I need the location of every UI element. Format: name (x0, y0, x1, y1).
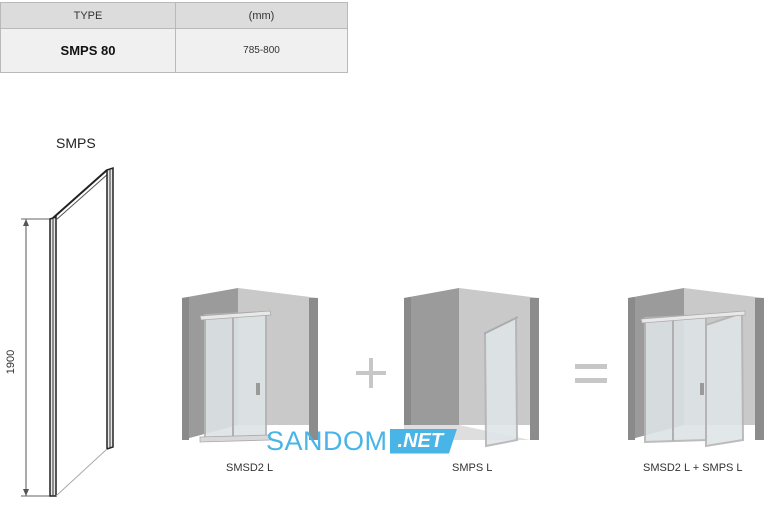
caption-smsd2: SMSD2 L (226, 462, 274, 474)
spec-table-header: TYPE (mm) (0, 2, 348, 29)
spec-table: TYPE (mm) SMPS 80 785-800 (0, 2, 348, 73)
row-size: 785-800 (175, 28, 348, 73)
equals-operator (575, 364, 607, 383)
header-type: TYPE (0, 2, 176, 29)
row-type: SMPS 80 (0, 28, 176, 73)
side-panel-drawing (21, 166, 114, 497)
table-row: SMPS 80 785-800 (0, 28, 348, 73)
plus-operator (356, 358, 386, 388)
caption-smps: SMPS L (452, 462, 493, 474)
enclosure-sliding-door-drawing (182, 288, 318, 443)
watermark-brand: SANDOM (266, 425, 388, 456)
watermark-logo: SANDOM .NET (266, 424, 458, 458)
panel-title: SMPS (56, 135, 96, 151)
enclosure-combined-drawing (628, 288, 764, 448)
height-dimension-label: 1900 (5, 349, 17, 375)
watermark-tld: .NET (389, 428, 458, 454)
caption-combined: SMSD2 L + SMPS L (643, 462, 743, 474)
enclosure-side-panel-drawing (404, 288, 539, 448)
